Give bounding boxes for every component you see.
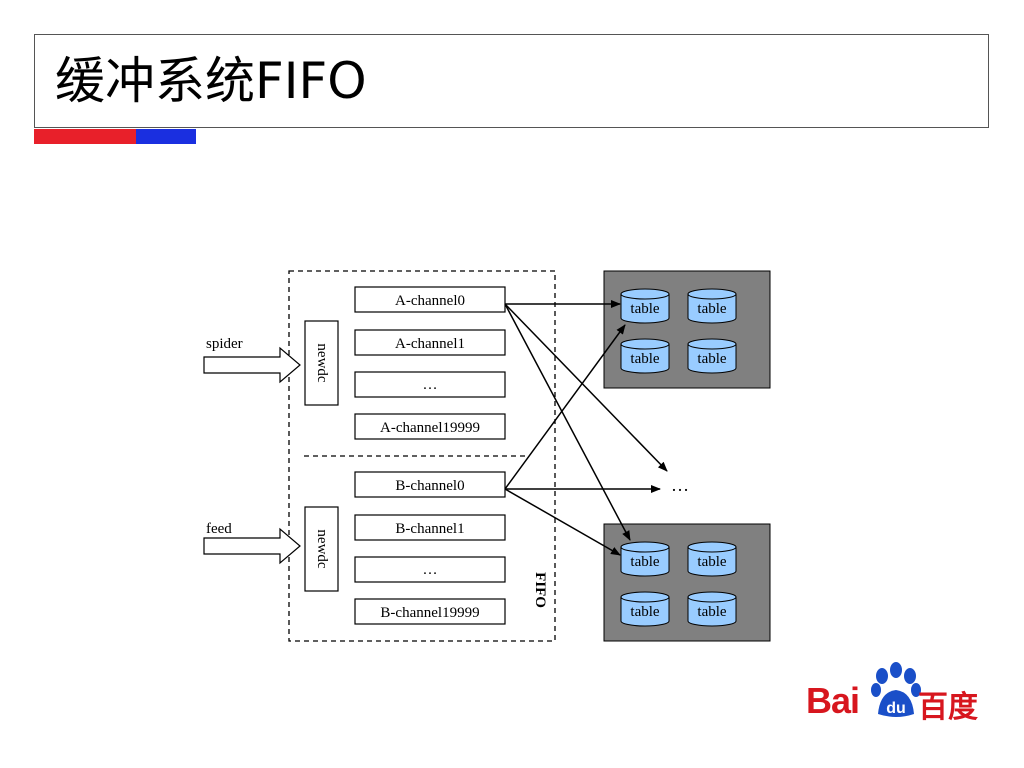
newdc-label-b: newdc [314, 529, 330, 568]
channel-box-b19999 [354, 598, 506, 625]
db-cylinder-bottom-2: table [687, 541, 737, 577]
input-arrow-spider [203, 346, 301, 384]
channel-label-a1: A-channel1 [395, 336, 465, 352]
input-arrow-feed [203, 527, 301, 565]
channel-box-a1 [354, 329, 506, 356]
newdc-label-a: newdc [314, 343, 330, 382]
db-label: table [697, 554, 726, 570]
db-label: table [697, 351, 726, 367]
db-label: table [630, 301, 659, 317]
channel-label-b0: B-channel0 [395, 478, 464, 494]
title-box: 缓冲系统FIFO [34, 34, 989, 128]
accent-bar-blue [136, 129, 196, 144]
newdc-box-b [304, 506, 339, 592]
channel-label-b19999: B-channel19999 [380, 605, 479, 621]
fifo-container [288, 270, 556, 642]
db-label: table [697, 301, 726, 317]
baidu-logo-chinese: 百度 [918, 690, 978, 725]
newdc-box-a [304, 320, 339, 406]
baidu-logo-latin: Bai [806, 680, 860, 721]
db-label: table [630, 351, 659, 367]
channel-box-a-ellipsis [354, 371, 506, 398]
db-cylinder-top-2: table [687, 288, 737, 324]
channel-box-b-ellipsis [354, 556, 506, 583]
channel-box-a19999 [354, 413, 506, 440]
svg-text:du: du [886, 700, 906, 717]
db-cylinder-top-1: table [620, 288, 670, 324]
destination-ellipsis: … [671, 475, 689, 495]
channel-box-b0 [354, 471, 506, 498]
baidu-paw-icon: du [871, 662, 921, 717]
db-cylinder-bottom-4: table [687, 591, 737, 627]
fifo-label: FIFO [532, 572, 548, 608]
baidu-logo: Bai du 百度 [806, 660, 986, 726]
arrow-a0-to-bottom [504, 303, 631, 541]
channel-label-b1: B-channel1 [395, 521, 464, 537]
db-label: table [630, 604, 659, 620]
db-cylinder-top-3: table [620, 338, 670, 374]
channel-label-a-ellipsis: … [423, 377, 438, 393]
input-label-feed: feed [206, 521, 232, 537]
channel-label-b-ellipsis: … [423, 562, 438, 578]
db-cylinder-bottom-3: table [620, 591, 670, 627]
channel-box-b1 [354, 514, 506, 541]
page-title: 缓冲系统FIFO [55, 52, 367, 110]
channel-label-a19999: A-channel19999 [380, 420, 480, 436]
db-cylinder-bottom-1: table [620, 541, 670, 577]
input-label-spider: spider [206, 336, 243, 352]
channel-box-a0 [354, 286, 506, 313]
accent-bar-red [34, 129, 136, 144]
arrow-a0-to-ellipsis [504, 303, 668, 472]
db-label: table [630, 554, 659, 570]
db-cylinder-top-4: table [687, 338, 737, 374]
arrow-b0-to-bottom [504, 488, 621, 556]
arrow-b0-to-top [504, 324, 626, 490]
db-label: table [697, 604, 726, 620]
channel-label-a0: A-channel0 [395, 293, 465, 309]
